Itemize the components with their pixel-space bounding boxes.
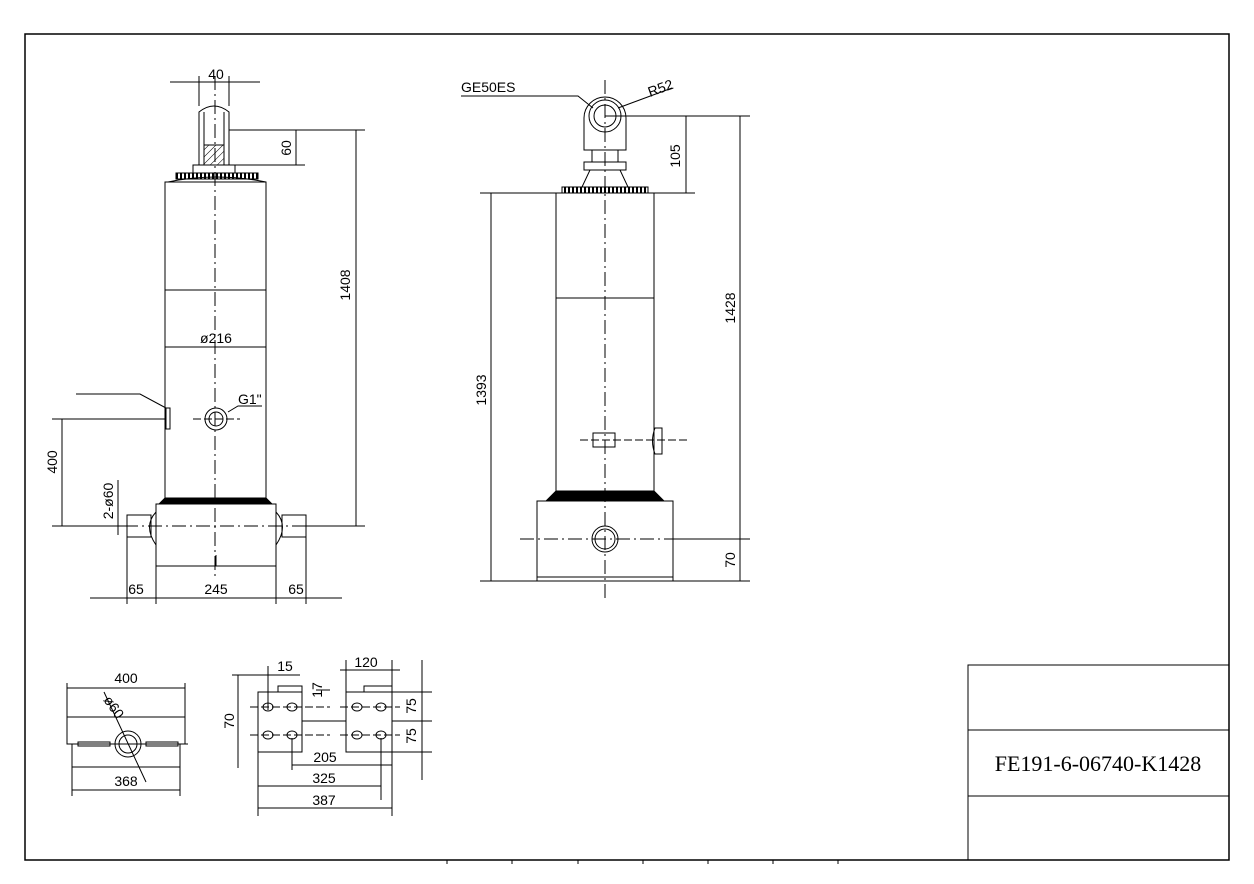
dim-pitch-b: 75: [403, 728, 419, 744]
dim-base-width: 245: [204, 581, 228, 597]
bracket-view: [232, 660, 432, 816]
dim-trunnion-right: 65: [288, 581, 304, 597]
drawing-number: FE191-6-06740-K1428: [995, 751, 1202, 776]
label-port-thread: G1": [238, 391, 262, 407]
dim-offset: 17: [309, 682, 325, 698]
dim-rod-width: 40: [208, 66, 224, 82]
dim-tube-height: 1393: [473, 374, 489, 405]
border-ticks: [446, 860, 839, 864]
title-block: [967, 664, 1230, 861]
dim-side-total-height: 1428: [722, 292, 738, 323]
front-view: [52, 76, 365, 604]
dim-base-height: 70: [722, 552, 738, 568]
dim-port-height: 400: [44, 450, 60, 474]
dim-front-total-height: 1408: [337, 269, 353, 300]
dim-span-3: 387: [312, 792, 336, 808]
dim-trunnion-left: 65: [128, 581, 144, 597]
dim-bracket-height: 70: [221, 713, 237, 729]
dim-span-1: 205: [313, 749, 337, 765]
dim-body-diameter: ø216: [200, 330, 232, 346]
label-bearing: GE50ES: [461, 79, 515, 95]
dim-bottom-width-top: 400: [114, 670, 138, 686]
dim-trunnion: 2-ø60: [100, 483, 116, 520]
dim-hole-diameter: 15: [277, 658, 293, 674]
dim-eye-radius: R52: [646, 76, 676, 100]
sheet-border: [24, 33, 1230, 861]
side-view: [461, 80, 750, 602]
dim-bottom-width-bottom: 368: [114, 773, 138, 789]
dim-plate-width: 120: [354, 654, 378, 670]
bottom-view: [66, 683, 188, 796]
dim-eye-height: 105: [667, 144, 683, 168]
dim-rod-end-height: 60: [278, 140, 294, 156]
dim-pitch-a: 75: [403, 698, 419, 714]
dim-span-2: 325: [312, 770, 336, 786]
